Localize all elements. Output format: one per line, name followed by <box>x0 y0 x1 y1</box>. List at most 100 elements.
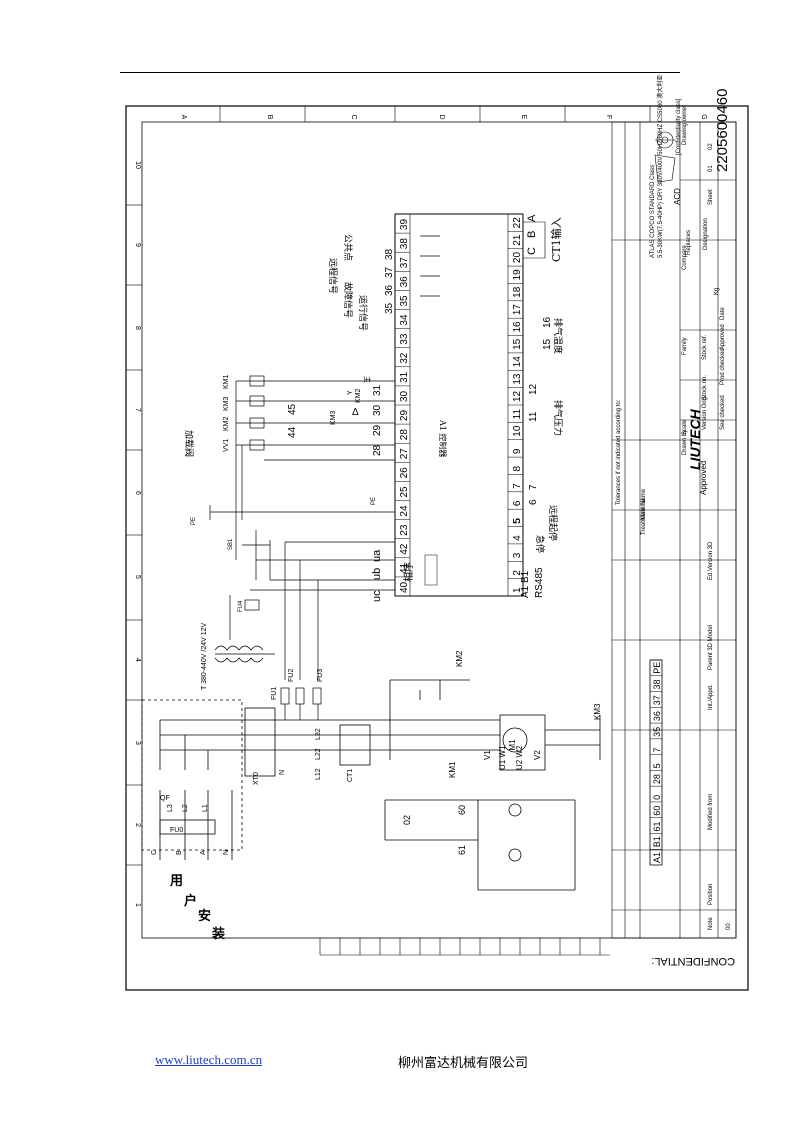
col-letter-f: F <box>605 115 612 119</box>
designation-label: Designation <box>703 218 709 250</box>
label-l1: L1 <box>202 804 209 812</box>
label-l2: L2 <box>182 804 189 812</box>
terminal-top-38: 38 <box>399 238 410 250</box>
stock-ref-label: Stock ref. <box>702 334 708 360</box>
frame-ticks <box>126 106 651 956</box>
label-u1w1: U1 W1 <box>498 745 507 770</box>
terminal-top-28: 28 <box>399 429 410 441</box>
num-12: 12 <box>528 383 539 395</box>
terminal-bottom-14: 14 <box>512 356 523 368</box>
main-label: 主 <box>363 376 372 383</box>
label-n: N <box>279 770 286 775</box>
input-ua: ua <box>371 549 383 562</box>
prod-checked-label: Prod checked <box>720 348 726 385</box>
title-block-text: 2205600460 ATLAS COPCO STANDARD Class 5.… <box>616 75 732 930</box>
user-install-char-3: 安 <box>198 908 211 923</box>
terminal-bottom-19: 19 <box>512 269 523 281</box>
website-link[interactable]: www.liutech.com.cn <box>155 1052 263 1067</box>
terminal-bottom-13: 13 <box>512 373 523 385</box>
terminal-bottom-15: 15 <box>512 338 523 350</box>
strip-cell-5: 5 <box>652 763 662 768</box>
terminal-bottom-4: 4 <box>512 535 523 541</box>
drawing-number: 2205600460 <box>714 89 731 172</box>
terminal-bottom-17: 17 <box>512 304 523 316</box>
terminal-top-41: 41 <box>399 562 410 574</box>
delta-symbol: Δ <box>352 407 359 418</box>
contactor-km1: KM1 <box>448 761 457 778</box>
int-appd-label: Int./Appd. <box>708 684 714 710</box>
acd-label: ACD <box>673 188 682 205</box>
version-orig-label: Version Orig. <box>702 395 708 430</box>
user-install-char-1: 用 <box>169 873 183 888</box>
col-letter-a: A <box>180 115 187 120</box>
terminal-bottom-11: 11 <box>512 409 523 420</box>
user-install-char-4: 装 <box>211 926 225 941</box>
relay-coils <box>235 235 440 560</box>
material-label: Material <box>641 499 647 520</box>
terminal-bottom-22: 22 <box>512 217 523 229</box>
title-block-lines <box>611 121 737 939</box>
label-remote-start: 远程起停 <box>548 505 559 541</box>
transformer-label: T 380-440V /24V 12V <box>201 622 208 690</box>
strip-cell-36: 36 <box>652 711 662 721</box>
terminal-bottom-3: 3 <box>512 552 523 558</box>
terminal-top-37: 37 <box>399 257 410 269</box>
label-fu2: FU2 <box>288 669 295 682</box>
num-7: 7 <box>528 484 539 490</box>
confidentiality-class: [Confidentiality class] <box>676 98 682 155</box>
label-v2: V2 <box>533 750 542 760</box>
label-run-signal: 运行信号 <box>358 295 369 331</box>
terminal-bottom-9: 9 <box>512 448 523 454</box>
num-36: 36 <box>384 284 395 296</box>
note-label: Note <box>708 917 714 930</box>
label-fu3: FU3 <box>317 669 324 682</box>
motor-section <box>384 679 601 891</box>
user-install-char-2: 户 <box>184 893 197 908</box>
label-qf: QF <box>160 795 170 802</box>
row-numbers: 10 9 8 7 6 5 4 3 2 1 <box>134 161 141 907</box>
label-sb1: SB1 <box>228 538 234 550</box>
motor-labels: M1 U1 W1 V1 U2 W2 V2 KM2 KM1 KM3 02 60 6… <box>402 650 602 855</box>
company-logo: LIUTECH <box>687 408 703 470</box>
replaces-label: Replaces <box>686 230 692 255</box>
strip-cell-37: 37 <box>652 695 662 705</box>
num-11: 11 <box>528 411 539 422</box>
input-ub: ub <box>371 568 383 580</box>
contact-km3: KM3 <box>330 411 337 426</box>
date-label: Date <box>720 307 726 320</box>
power-labels: QF FU0 XT0 CT1 N L3 L2 L1 C B A N L32 L2… <box>151 728 354 855</box>
sheet-number: 01 <box>708 165 714 172</box>
label-n2: N <box>223 850 230 855</box>
coil-km1: KM1 <box>223 375 230 390</box>
terminal-bottom-2: 2 <box>512 570 523 576</box>
label-02: 02 <box>402 815 412 825</box>
label-m1: M1 <box>508 739 517 751</box>
num-37: 37 <box>384 266 395 278</box>
title-line-2: 5.5-30KW(7.5-40HP) DRY 380V/400V 50HZ/60… <box>656 75 664 258</box>
label-60: 60 <box>457 805 467 815</box>
contact-km2: KM2 <box>355 389 362 404</box>
row-number-5: 5 <box>134 575 141 579</box>
chinese-function-labels: 排气温度 排气压力 急停 远程起停 运行信号 故障信号 远程信号 公共点 加载阀 <box>184 234 564 553</box>
coil-km2: KM2 <box>223 417 230 432</box>
company-name: 柳州富达机械有限公司 <box>398 1056 529 1071</box>
ed-version-label: Ed.Version 3D <box>708 541 714 580</box>
position-label: Position <box>708 884 714 905</box>
label-exhaust-temp: 排气温度 <box>553 318 564 354</box>
label-l12: L12 <box>315 768 322 780</box>
num-5: 5 <box>512 518 523 524</box>
label-v1: V1 <box>483 750 492 760</box>
label-b: B <box>176 850 183 855</box>
coil-km3: KM3 <box>223 397 230 412</box>
drawing-owner-label: Drawing owner <box>682 105 688 145</box>
controller-label: A1 控制器 <box>438 419 448 457</box>
num-35: 35 <box>384 302 395 314</box>
label-u2w2: U2 W2 <box>515 745 524 770</box>
revision-zero: 00 <box>726 923 732 930</box>
terminal-bottom-8: 8 <box>512 465 523 471</box>
strip-cell-28: 28 <box>652 774 662 784</box>
label-fu0: FU0 <box>170 827 183 834</box>
label-61: 61 <box>457 845 467 855</box>
